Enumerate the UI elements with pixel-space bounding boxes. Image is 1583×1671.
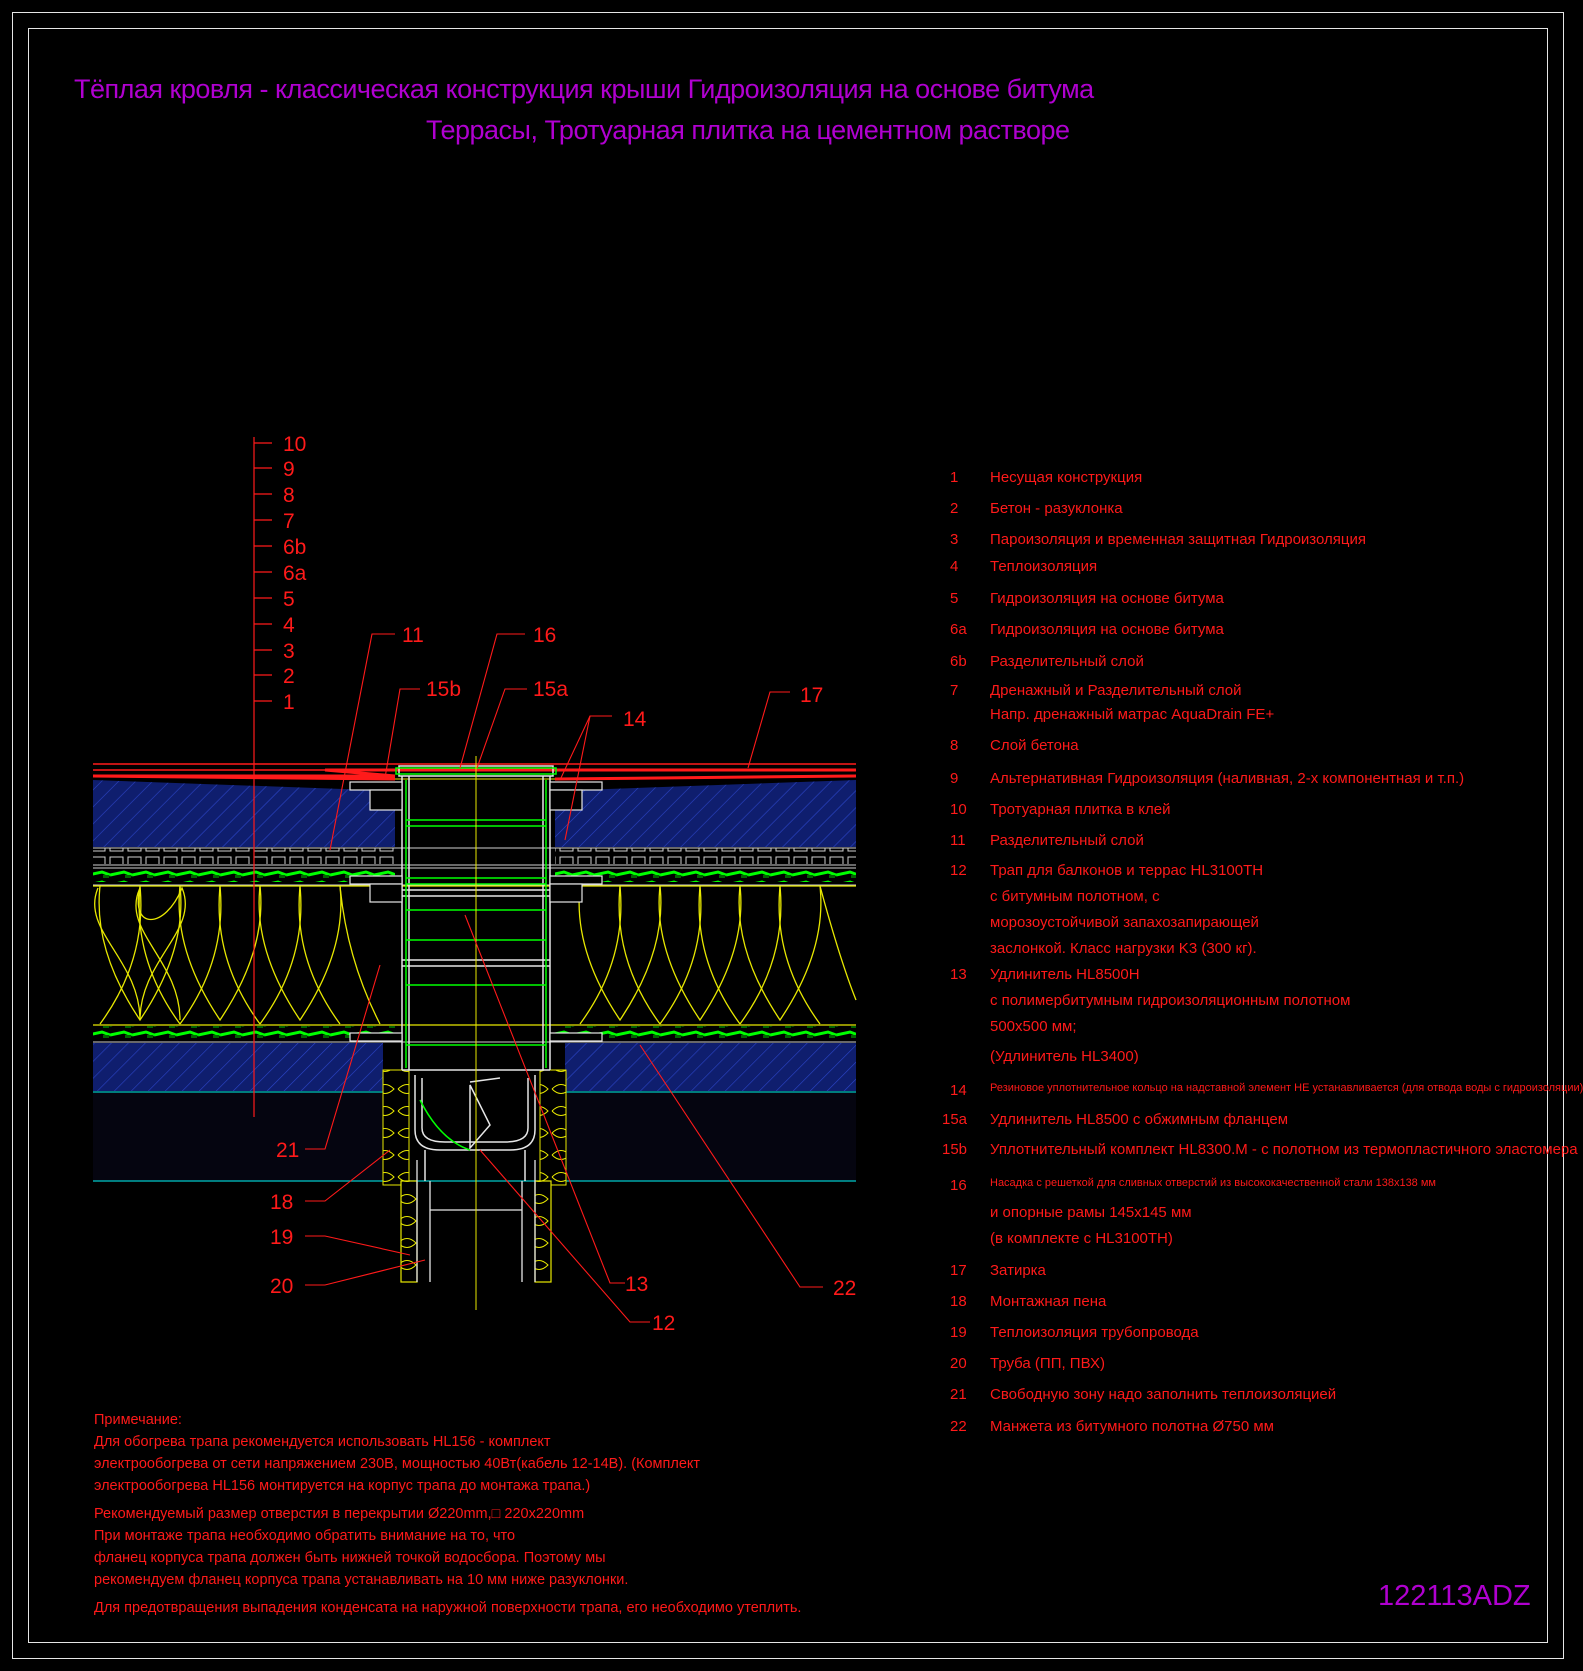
scale-3: 3 xyxy=(283,640,295,663)
scale-6b: 6b xyxy=(283,536,306,559)
scale-9: 9 xyxy=(283,458,295,481)
callout-19: 19 xyxy=(270,1226,293,1249)
drawing-code: 122113ADZ xyxy=(1378,1580,1531,1612)
note-line: рекомендуем фланец корпуса трапа устанав… xyxy=(94,1572,629,1588)
note-line: электрообогрева HL156 монтируется на кор… xyxy=(94,1478,591,1494)
callout-15a: 15a xyxy=(533,678,568,701)
scale-2: 2 xyxy=(283,665,295,688)
note-line: Для предотвращения выпадения конденсата … xyxy=(94,1600,802,1616)
note-line: фланец корпуса трапа должен быть нижней … xyxy=(94,1550,606,1566)
scale-7: 7 xyxy=(283,510,295,533)
note-line: При монтаже трапа необходимо обратить вн… xyxy=(94,1528,516,1544)
note-line: электрообогрева от сети напряжением 230В… xyxy=(94,1456,701,1472)
callout-12: 12 xyxy=(652,1312,675,1335)
callout-13: 13 xyxy=(625,1273,648,1296)
callout-14: 14 xyxy=(623,708,647,731)
note-line: Для обогрева трапа рекомендуется использ… xyxy=(94,1434,551,1450)
callout-15b: 15b xyxy=(426,678,461,701)
callout-22: 22 xyxy=(833,1277,856,1300)
scale-5: 5 xyxy=(283,588,295,611)
scale-6a: 6a xyxy=(283,562,307,585)
outer-frame xyxy=(12,12,1564,1659)
title-line-2: Террасы, Тротуарная плитка на цементном … xyxy=(426,115,1070,145)
callout-16: 16 xyxy=(533,624,556,647)
title-line-1: Тёплая кровля - классическая конструкция… xyxy=(74,74,1094,104)
inner-frame xyxy=(28,28,1548,1643)
scale-8: 8 xyxy=(283,484,295,507)
scale-4: 4 xyxy=(283,614,295,637)
note-line: Рекомендуемый размер отверстия в перекры… xyxy=(94,1506,585,1522)
callout-11: 11 xyxy=(402,624,424,647)
scale-1: 1 xyxy=(283,691,295,714)
scale-10: 10 xyxy=(283,433,306,456)
callout-21: 21 xyxy=(276,1139,299,1162)
notes-heading: Примечание: xyxy=(94,1412,182,1428)
callout-18: 18 xyxy=(270,1191,293,1214)
callout-17: 17 xyxy=(800,684,823,707)
callout-20: 20 xyxy=(270,1275,293,1298)
